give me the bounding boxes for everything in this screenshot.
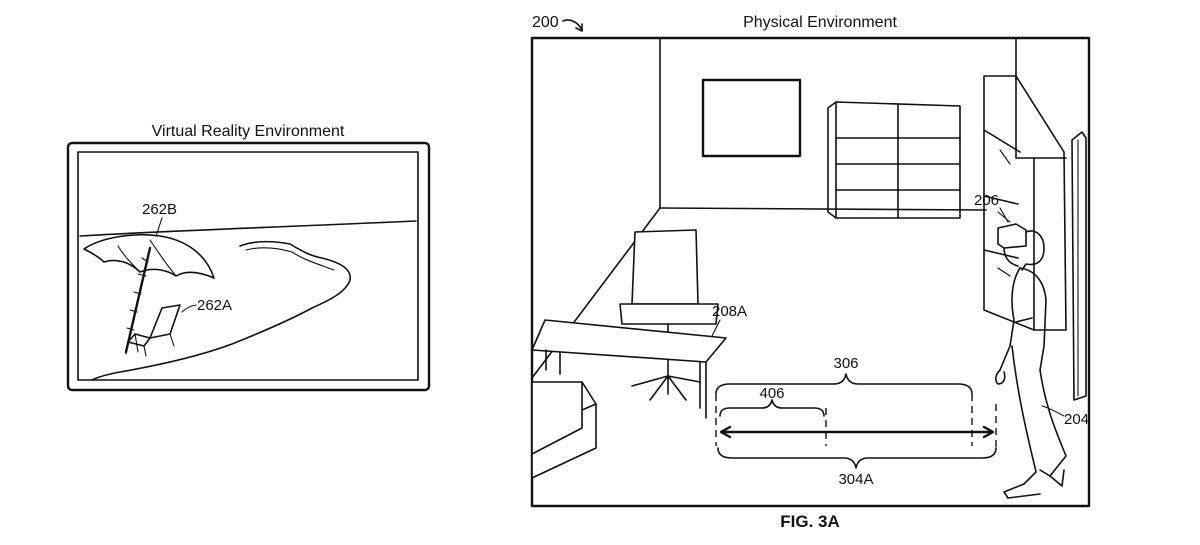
physical-panel: 200 Physical Environment	[530, 14, 1091, 508]
vr-inner-frame	[77, 151, 419, 381]
vr-headset-icon	[997, 223, 1027, 249]
door	[1071, 131, 1087, 401]
brace-406-label: 406	[759, 385, 784, 402]
headset-label: 206	[974, 192, 999, 209]
brace-406	[719, 399, 825, 417]
vr-outer-frame	[66, 141, 431, 392]
bookshelf	[983, 75, 1067, 331]
brace-306-label: 306	[833, 355, 858, 372]
vr-umbrella-pole	[124, 246, 152, 354]
brace-304A-label: 304A	[838, 471, 873, 488]
brace-304A	[717, 447, 997, 469]
user-figure	[995, 223, 1067, 499]
room-frame	[530, 36, 1091, 508]
office-chair	[619, 229, 719, 401]
wall-cabinet	[827, 101, 961, 219]
desk-label: 208A	[712, 303, 747, 320]
figure-caption: FIG. 3A	[780, 512, 840, 531]
sofa	[531, 381, 597, 479]
vr-horizon	[79, 220, 417, 237]
vr-umbrella-label: 262B	[142, 201, 177, 218]
vr-panel: Virtual Reality Environment 262B 262A	[66, 123, 431, 392]
vr-shoreline	[91, 240, 351, 381]
user-label: 204	[1064, 411, 1089, 428]
physical-title: Physical Environment	[743, 14, 897, 31]
ref-arrow	[562, 19, 583, 31]
vr-title: Virtual Reality Environment	[152, 123, 345, 140]
vr-shoreline-inner	[245, 247, 335, 271]
back-wall-floor-line	[659, 207, 987, 211]
vr-chair-label: 262A	[197, 297, 232, 314]
wall-picture	[701, 78, 802, 158]
desk	[531, 319, 727, 419]
brace-306	[715, 373, 973, 395]
vr-beach-chair	[149, 304, 181, 339]
physical-ref-number: 200	[532, 14, 559, 31]
